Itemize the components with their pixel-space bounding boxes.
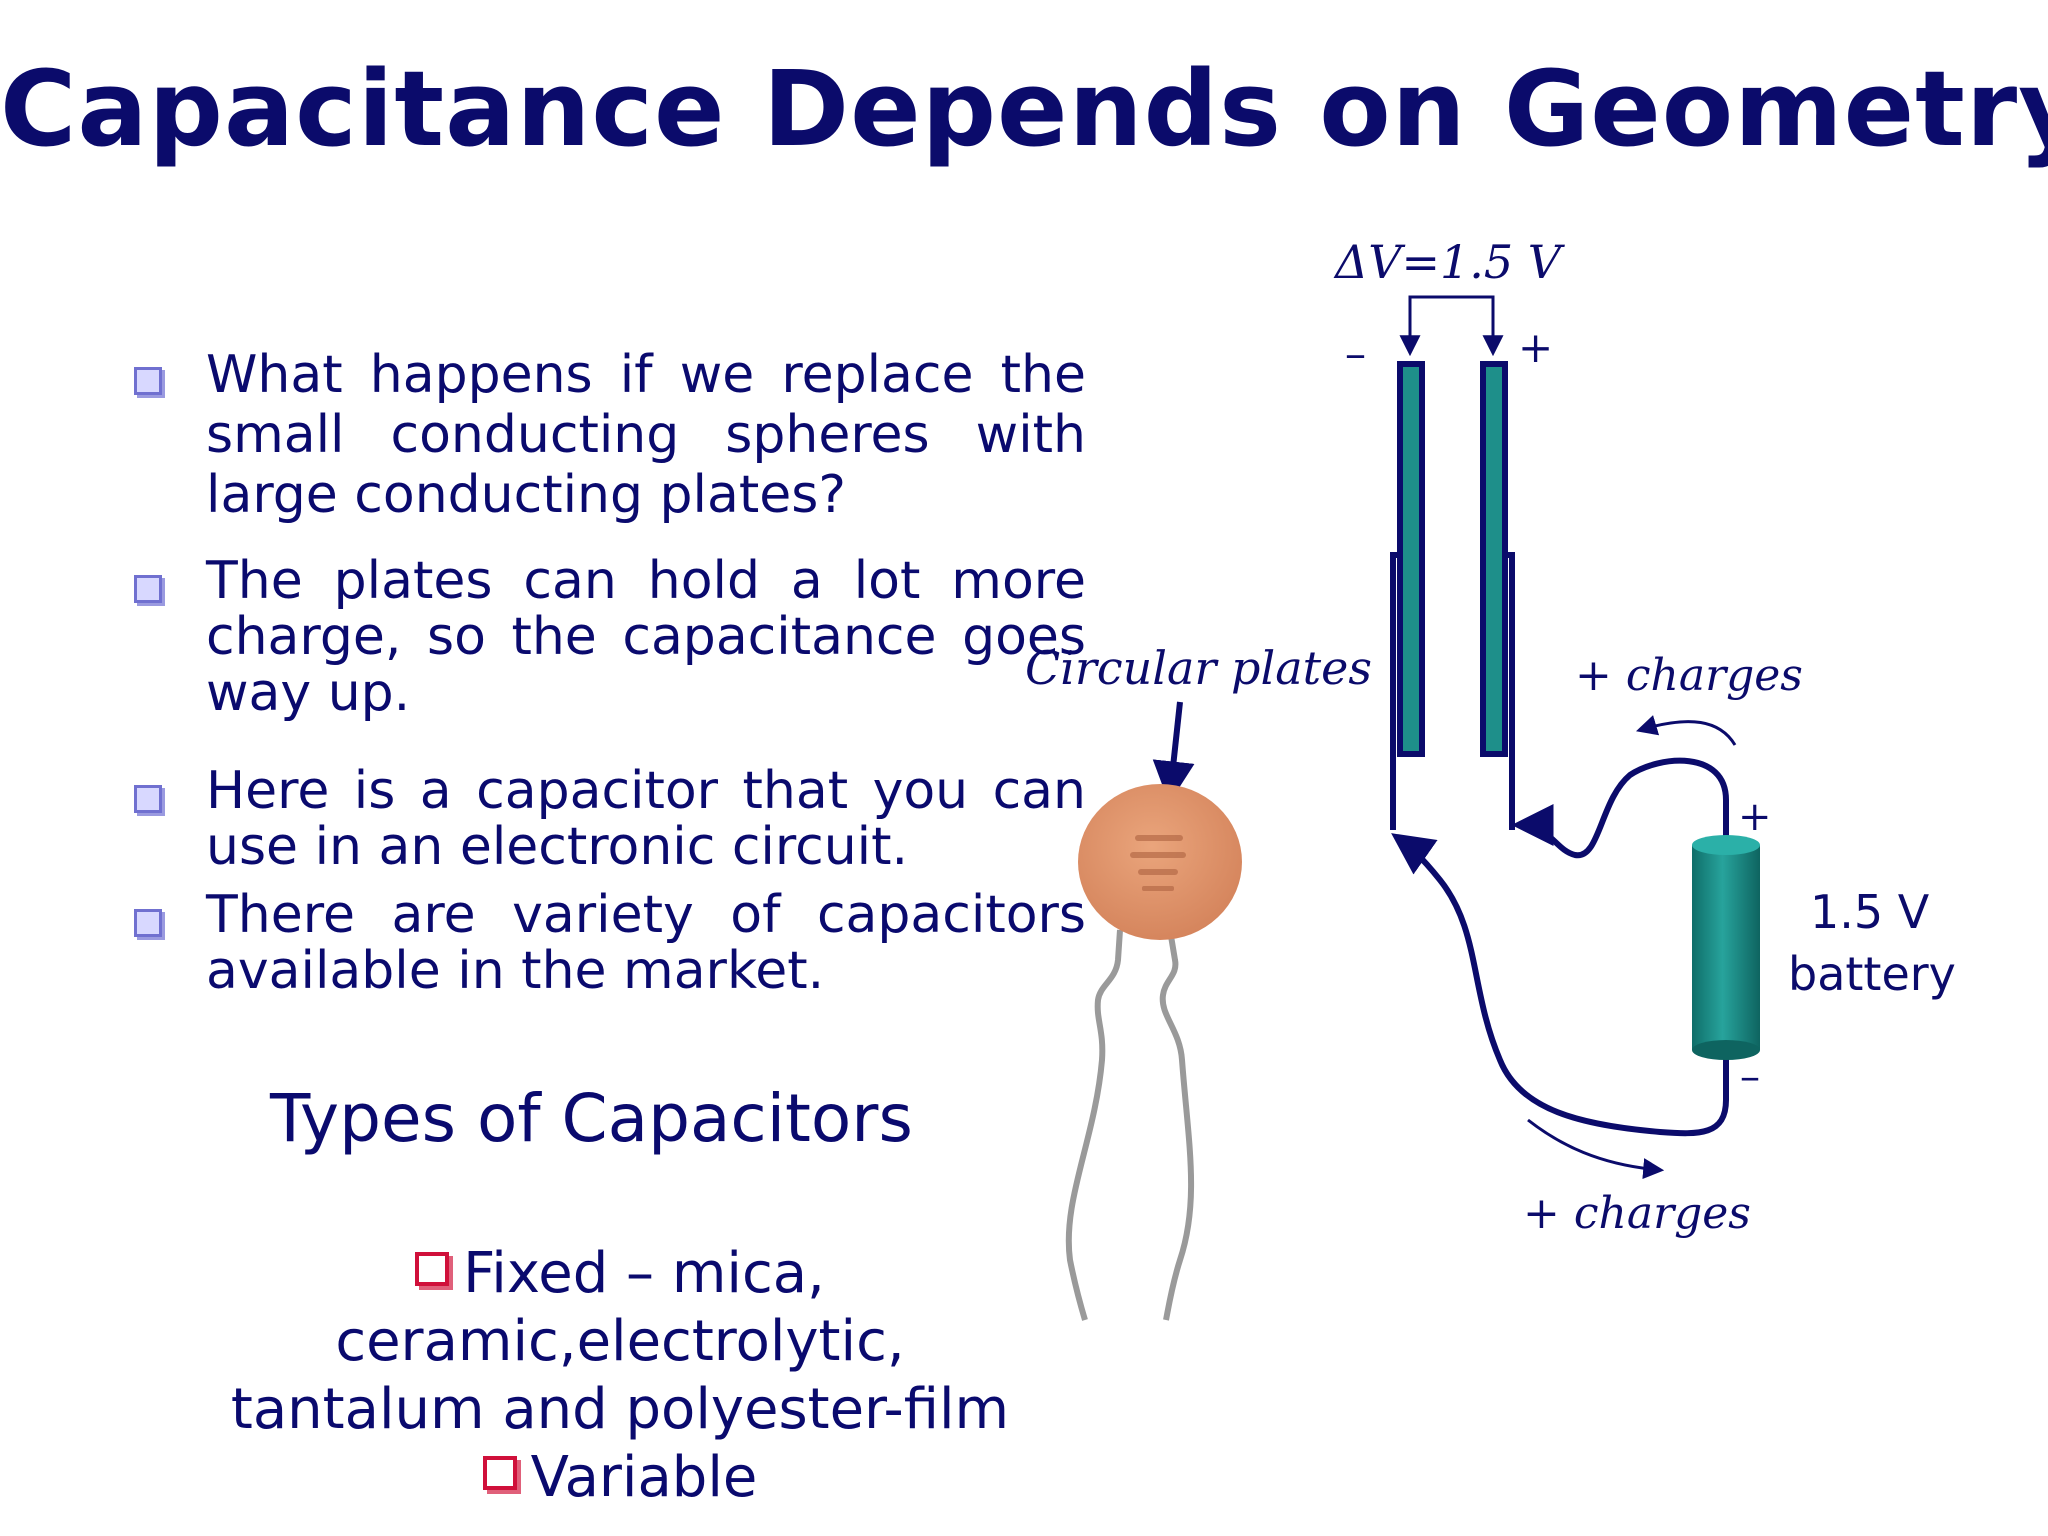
capacitor-disc bbox=[1078, 784, 1242, 940]
capacitor-lead-left bbox=[1065, 929, 1123, 1321]
bullet-item: There are variety of capacitors availabl… bbox=[120, 887, 1086, 999]
type-fixed-text: Fixed – mica, ceramic,electrolytic, tant… bbox=[230, 1241, 1010, 1442]
bullet-text: The plates can hold a lot more charge, s… bbox=[206, 551, 1086, 723]
left-plate bbox=[1397, 361, 1425, 757]
type-variable: Variable bbox=[200, 1444, 1040, 1512]
battery-minus-sign: – bbox=[1740, 1054, 1760, 1100]
type-fixed: Fixed – mica, ceramic,electrolytic, tant… bbox=[200, 1240, 1040, 1444]
charges-label-bottom: + charges bbox=[1523, 1188, 1751, 1239]
minus-sign-top: – bbox=[1345, 329, 1366, 378]
red-checkbox-bullet-icon bbox=[482, 1456, 517, 1490]
delta-v-bracket bbox=[1408, 295, 1504, 357]
circular-plates-arrow bbox=[1152, 701, 1195, 804]
bullet-text: There are variety of capacitors availabl… bbox=[206, 885, 1086, 1001]
checkbox-bullet-icon bbox=[134, 575, 162, 603]
bullet-item: What happens if we replace the small con… bbox=[120, 345, 1086, 525]
checkbox-bullet-icon bbox=[134, 785, 162, 813]
capacitor-marking-icon bbox=[1130, 835, 1186, 891]
battery-body bbox=[1692, 845, 1760, 1050]
plus-sign-top: + bbox=[1518, 323, 1553, 372]
charges-label-top: + charges bbox=[1575, 650, 1803, 701]
bullet-text: Here is a capacitor that you can use in … bbox=[206, 761, 1086, 877]
battery-plus-sign: + bbox=[1738, 794, 1772, 840]
charge-flow-arrow-bottom bbox=[1527, 1118, 1665, 1180]
left-plate-lead bbox=[1390, 552, 1400, 830]
battery-bottom bbox=[1692, 1040, 1760, 1060]
right-plate bbox=[1480, 361, 1508, 757]
bottom-wire bbox=[1391, 833, 1729, 1137]
charge-flow-arrow-top bbox=[1635, 715, 1737, 746]
types-list: Fixed – mica, ceramic,electrolytic, tant… bbox=[200, 1240, 1040, 1512]
red-checkbox-bullet-icon bbox=[415, 1252, 450, 1286]
capacitor-lead-right bbox=[1159, 929, 1195, 1321]
slide-title: Capacitance Depends on Geometry bbox=[0, 48, 2048, 170]
battery-name-label: battery bbox=[1788, 947, 1956, 1001]
battery-top bbox=[1692, 835, 1760, 855]
checkbox-bullet-icon bbox=[134, 367, 162, 395]
type-variable-text: Variable bbox=[530, 1445, 758, 1510]
checkbox-bullet-icon bbox=[134, 909, 162, 937]
battery-voltage-label: 1.5 V bbox=[1810, 885, 1930, 939]
types-heading: Types of Capacitors bbox=[270, 1080, 913, 1157]
bullet-text: What happens if we replace the small con… bbox=[206, 345, 1086, 525]
top-wire bbox=[1511, 757, 1729, 859]
delta-v-label: ΔV=1.5 V bbox=[1333, 235, 1566, 289]
circular-plates-label: Circular plates bbox=[1025, 641, 1372, 695]
right-plate-lead bbox=[1505, 552, 1515, 830]
bullet-item: The plates can hold a lot more charge, s… bbox=[120, 553, 1086, 721]
bullet-item: Here is a capacitor that you can use in … bbox=[120, 763, 1086, 875]
ceramic-capacitor-image bbox=[1065, 784, 1242, 1321]
